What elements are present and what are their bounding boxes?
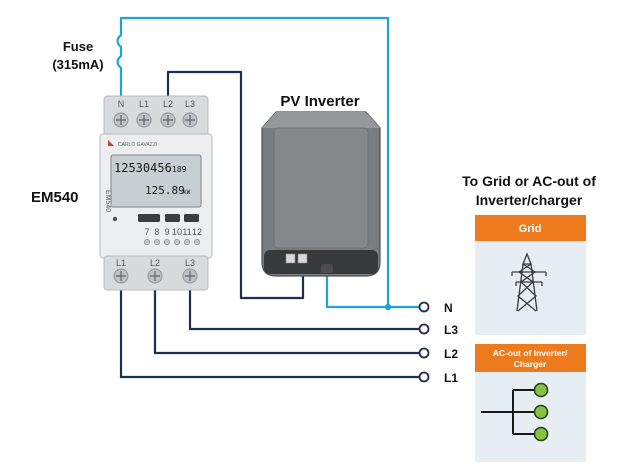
terminal-label-l2: L2 [444, 347, 458, 361]
meter-led [112, 216, 118, 222]
meter-top-terminal-l1: L1 [139, 99, 149, 109]
em540-meter: N L1 L2 L3 CARLO GAVAZZI EM540 12530456 … [99, 95, 213, 291]
meter-display-line1-small: 189 [172, 165, 187, 174]
grid-section-title-line2: Inverter/charger [476, 192, 583, 208]
meter-button-right [184, 214, 199, 222]
inverter-label: PV Inverter [280, 93, 359, 110]
l3-wire [188, 288, 420, 331]
small-terminal-label: 10 [172, 227, 182, 237]
meter-top-terminal-n: N [118, 99, 125, 109]
small-terminal-label: 8 [154, 227, 159, 237]
meter-side-label: EM540 [104, 190, 111, 212]
meter-top-terminal-l2: L2 [163, 99, 173, 109]
terminal-label-l1: L1 [444, 371, 458, 385]
terminal-label-n: N [444, 301, 453, 315]
meter-bottom-terminal-l3: L3 [185, 258, 195, 268]
pv-inverter [261, 111, 381, 277]
meter-top-terminal-l3: L3 [185, 99, 195, 109]
l1-wire [119, 288, 420, 379]
meter-button-middle [165, 214, 180, 222]
small-terminal-label: 9 [164, 227, 169, 237]
neutral-junction-dot [384, 303, 392, 311]
small-terminal-label: 12 [192, 227, 202, 237]
grid-header-label: Grid [519, 223, 542, 235]
grid-section-title-line1: To Grid or AC-out of [462, 173, 596, 189]
terminal-l1 [418, 371, 430, 383]
acout-header-label-line1: AC-out of Inverter/ [493, 348, 568, 358]
output-node [533, 382, 549, 398]
pylon-icon [511, 252, 547, 312]
meter-top-screws [113, 112, 198, 128]
acout-header [475, 344, 586, 372]
fuse-label-line2: (315mA) [52, 57, 103, 72]
meter-small-terminals: 7 8 9 10 11 12 [143, 227, 202, 245]
small-terminal-label: 11 [182, 227, 191, 237]
meter-brand: CARLO GAVAZZI [118, 142, 157, 148]
terminal-n [418, 301, 430, 313]
small-terminal-label: 7 [144, 227, 149, 237]
inverter-connector-right [297, 253, 308, 264]
inverter-cable-gland [321, 264, 333, 273]
meter-bottom-terminal-l2: L2 [150, 258, 160, 268]
neutral-wire [116, 16, 420, 309]
output-node [533, 404, 549, 420]
l2-inverter-wire [166, 70, 305, 300]
meter-name: EM540 [31, 189, 79, 206]
meter-bottom-screws [113, 268, 198, 284]
inverter-connector-left [285, 253, 296, 264]
grid-header [475, 215, 586, 241]
meter-display-line2: 125.89 [145, 184, 185, 197]
acout-header-label-line2: Charger [514, 359, 547, 369]
terminal-l2 [418, 347, 430, 359]
terminal-l3 [418, 323, 430, 335]
meter-button-left [138, 214, 160, 222]
brand-logo-icon [108, 140, 114, 146]
meter-display [110, 154, 202, 208]
l2-wire [153, 288, 420, 355]
meter-bottom-terminal-l1: L1 [116, 258, 126, 268]
meter-display-line1: 12530456 [114, 161, 172, 175]
inverter-neutral-wire [325, 276, 388, 309]
terminal-label-l3: L3 [444, 323, 458, 337]
meter-display-line2-unit: kW [183, 189, 191, 196]
distribution-tree-icon [481, 382, 549, 442]
fuse-label-line1: Fuse [63, 39, 93, 54]
output-node [533, 426, 549, 442]
